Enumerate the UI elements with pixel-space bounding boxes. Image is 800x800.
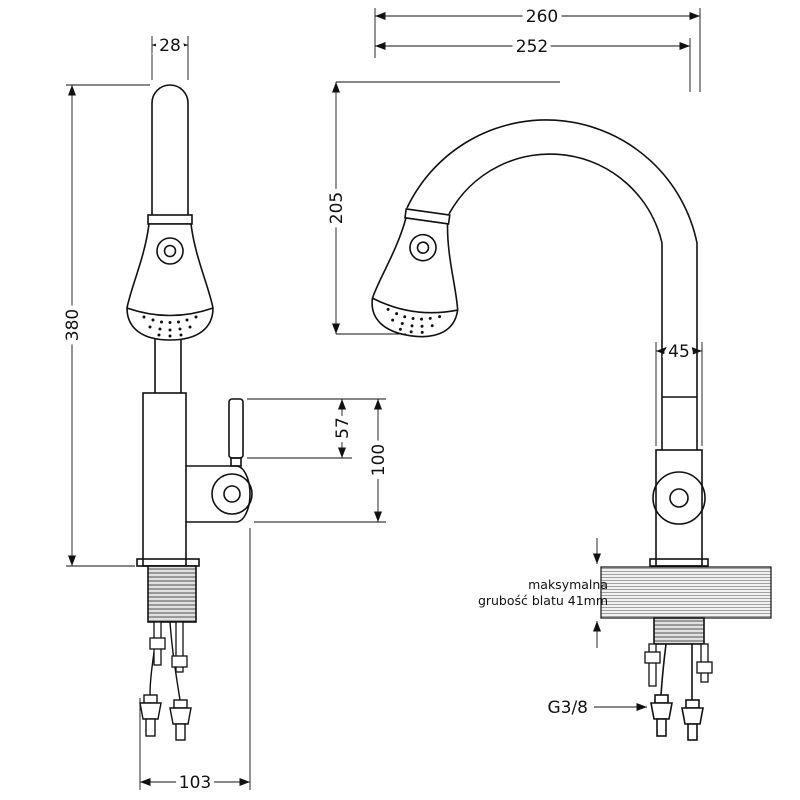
dim-label-260: 260 bbox=[526, 7, 558, 27]
supply-hose-1-front bbox=[660, 643, 667, 696]
spray-head-front bbox=[367, 205, 472, 343]
dim-label-380: 380 bbox=[63, 309, 83, 341]
dim-label-45: 45 bbox=[668, 342, 690, 362]
handle-lever-neck bbox=[230, 457, 242, 467]
mounting-nut-2-front bbox=[696, 661, 713, 674]
mounting-shank bbox=[147, 565, 197, 623]
side-view: 28 380 57 100 103 bbox=[58, 31, 393, 797]
gooseneck-inner bbox=[448, 153, 663, 397]
cartridge-boss bbox=[211, 473, 253, 515]
cartridge-screw-front bbox=[669, 488, 689, 508]
countertop-note-line2: grubość blatu 41mm bbox=[478, 593, 608, 608]
dim-label-252: 252 bbox=[516, 37, 548, 57]
countertop-slab bbox=[600, 566, 772, 619]
dim-label-205: 205 bbox=[327, 192, 347, 224]
dimensions-side bbox=[66, 36, 386, 790]
hose-connector-g38 bbox=[650, 694, 673, 737]
faucet-body-front bbox=[655, 449, 703, 567]
base-flange-front bbox=[649, 558, 709, 567]
mounting-shank-front bbox=[653, 617, 705, 645]
gooseneck-outer bbox=[406, 119, 698, 397]
countertop-note-line1: maksymalna bbox=[528, 577, 608, 592]
dim-label-28: 28 bbox=[159, 36, 181, 56]
hose-connector-1 bbox=[139, 694, 162, 737]
hose-connector-4 bbox=[681, 699, 704, 741]
handle-lever bbox=[228, 398, 244, 459]
thread-size-label: G3/8 bbox=[547, 698, 588, 718]
mounting-stud-1-front bbox=[648, 643, 657, 687]
under-counter-hardware bbox=[644, 617, 713, 741]
faucet-body bbox=[142, 392, 187, 567]
dim-label-100: 100 bbox=[369, 444, 389, 476]
hose-connector-2 bbox=[169, 699, 192, 741]
mounting-stud-2 bbox=[175, 621, 184, 673]
cartridge-boss-front bbox=[652, 471, 706, 525]
mounting-nut-1 bbox=[149, 637, 166, 650]
dim-label-57: 57 bbox=[333, 417, 353, 439]
dim-label-103: 103 bbox=[179, 773, 211, 793]
dimensions-front bbox=[332, 8, 703, 711]
mounting-nut-2 bbox=[171, 655, 188, 668]
lever-arm bbox=[186, 465, 251, 523]
spout-capsule bbox=[151, 84, 189, 215]
base-flange bbox=[136, 558, 200, 567]
front-view: 260 252 205 45 maksymalna grubość blatu … bbox=[322, 2, 772, 741]
mounting-nut-1-front bbox=[644, 651, 661, 664]
spray-head bbox=[126, 214, 214, 341]
cartridge-screw bbox=[223, 485, 241, 503]
